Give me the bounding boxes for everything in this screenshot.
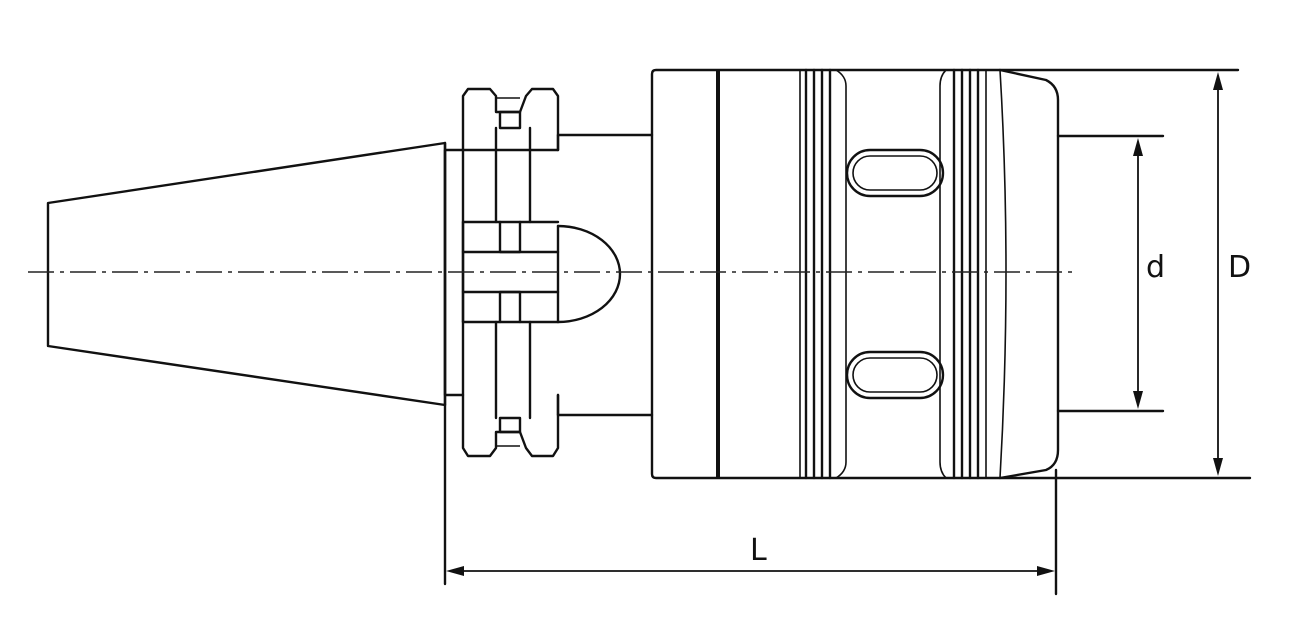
drive-key-section — [461, 220, 622, 324]
dimension-d-label: d — [1146, 250, 1165, 285]
dimension-L: L — [443, 403, 1058, 596]
main-body — [650, 68, 1060, 480]
upper-flange — [461, 87, 560, 224]
taper-shank — [46, 141, 447, 407]
lower-flange — [461, 320, 560, 458]
lower-slot — [845, 350, 945, 400]
dimension-d: d — [1133, 138, 1165, 409]
neck — [556, 133, 654, 417]
dimension-D: D — [998, 68, 1252, 480]
dimension-D-label: D — [1228, 250, 1251, 285]
bore-face — [1056, 134, 1165, 413]
upper-slot — [845, 148, 945, 198]
dimension-L-label: L — [750, 533, 767, 568]
